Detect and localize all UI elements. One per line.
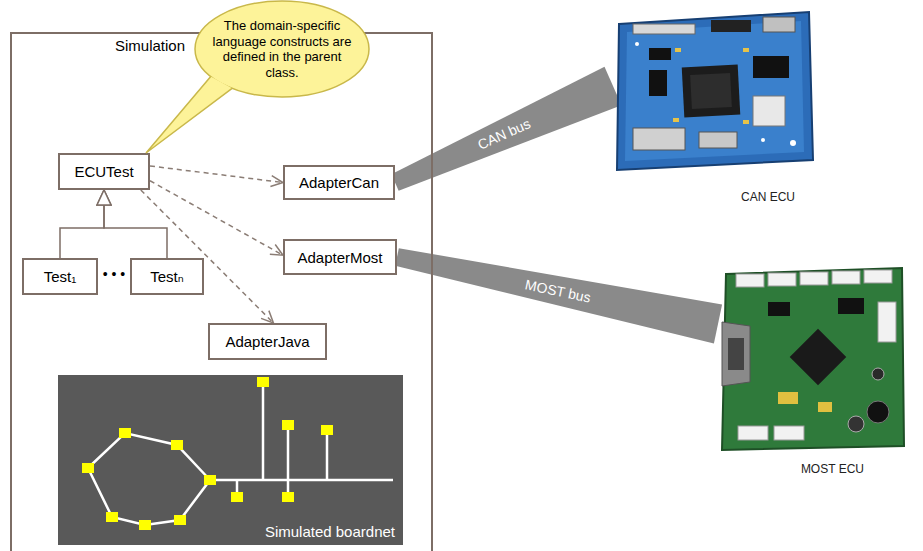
can-board-photo xyxy=(613,8,817,174)
class-box: AdapterJava xyxy=(208,323,327,360)
class-name: Test₁ xyxy=(44,268,77,285)
class-box: Test₁ xyxy=(22,258,98,295)
class-name: Testₙ xyxy=(150,268,184,286)
photo-caption: MOST ECU xyxy=(801,462,864,476)
photo-caption: CAN ECU xyxy=(741,190,795,204)
dependency-arrow xyxy=(150,166,283,183)
boardnet-network xyxy=(58,375,403,545)
callout-tail-outline xyxy=(146,77,232,153)
class-name: ECUTest xyxy=(74,163,133,180)
panel-label: Simulated boardnet xyxy=(265,523,395,540)
bus-label: CAN bus xyxy=(475,116,533,153)
most-board-photo xyxy=(718,262,908,454)
bus-label: MOST bus xyxy=(523,276,592,305)
callout-bubble: The domain-specific language constructs … xyxy=(194,0,370,98)
callout-text: The domain-specific language constructs … xyxy=(212,18,352,80)
inheritance-arrow xyxy=(60,190,104,258)
class-box: Testₙ xyxy=(130,258,204,295)
bus-band xyxy=(391,67,621,191)
ecu-photo: MOST ECU xyxy=(718,262,908,476)
class-box: AdapterCan xyxy=(283,165,395,200)
callout-tail xyxy=(146,77,232,153)
class-box: AdapterMost xyxy=(283,239,397,275)
boardnet-panel: Simulated boardnet xyxy=(58,375,403,545)
class-name: AdapterCan xyxy=(299,174,379,191)
simulation-frame: SimulationECUTestAdapterCanAdapterMostTe… xyxy=(10,32,433,551)
class-box: ECUTest xyxy=(58,153,150,190)
dependency-arrow xyxy=(141,190,274,323)
class-name: AdapterJava xyxy=(225,333,309,350)
bus-band xyxy=(395,248,722,343)
frame-title: Simulation xyxy=(115,37,185,54)
ellipsis-dots: • • • xyxy=(98,266,130,282)
dependency-arrow xyxy=(150,181,283,255)
inheritance-arrow xyxy=(104,190,167,258)
ecu-photo: CAN ECU xyxy=(613,8,817,204)
class-name: AdapterMost xyxy=(297,249,382,266)
